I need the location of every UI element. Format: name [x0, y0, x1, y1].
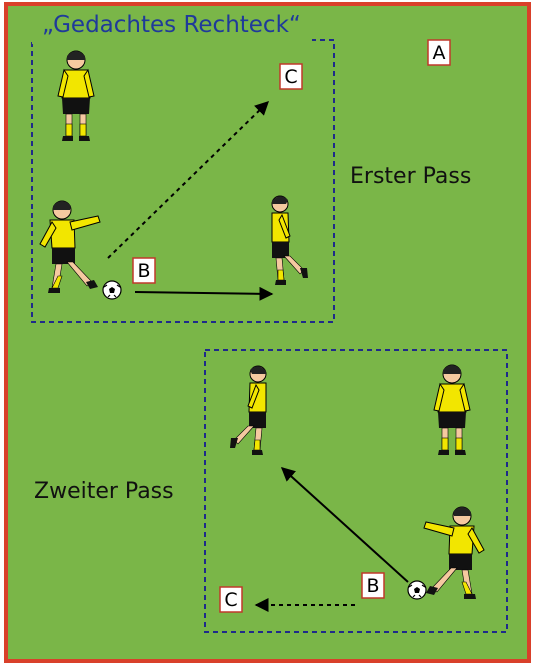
svg-text:B: B	[137, 260, 150, 282]
rectangle-bottom	[204, 349, 508, 633]
pass-arrow-solid-top	[134, 286, 274, 301]
rectangle-top	[31, 39, 335, 323]
svg-text:C: C	[284, 66, 297, 88]
svg-text:B: B	[366, 575, 379, 597]
soccer-ball-icon	[102, 280, 122, 300]
label-erster-pass: Erster Pass	[350, 164, 471, 189]
diagram-title: „Gedachtes Rechteck“	[42, 12, 301, 38]
marker-b-bottom: B	[361, 572, 385, 599]
pass-arrow-solid-bottom	[280, 467, 409, 583]
label-zweiter-pass: Zweiter Pass	[34, 479, 174, 504]
marker-c-bottom: C	[219, 586, 243, 613]
svg-text:C: C	[224, 589, 237, 611]
svg-text:A: A	[433, 42, 446, 64]
marker-c-top: C	[279, 63, 303, 90]
pass-arrow-dashed-top	[107, 101, 270, 259]
marker-b-top: B	[132, 257, 156, 284]
marker-a: A	[427, 39, 451, 66]
soccer-ball-icon	[407, 580, 427, 600]
